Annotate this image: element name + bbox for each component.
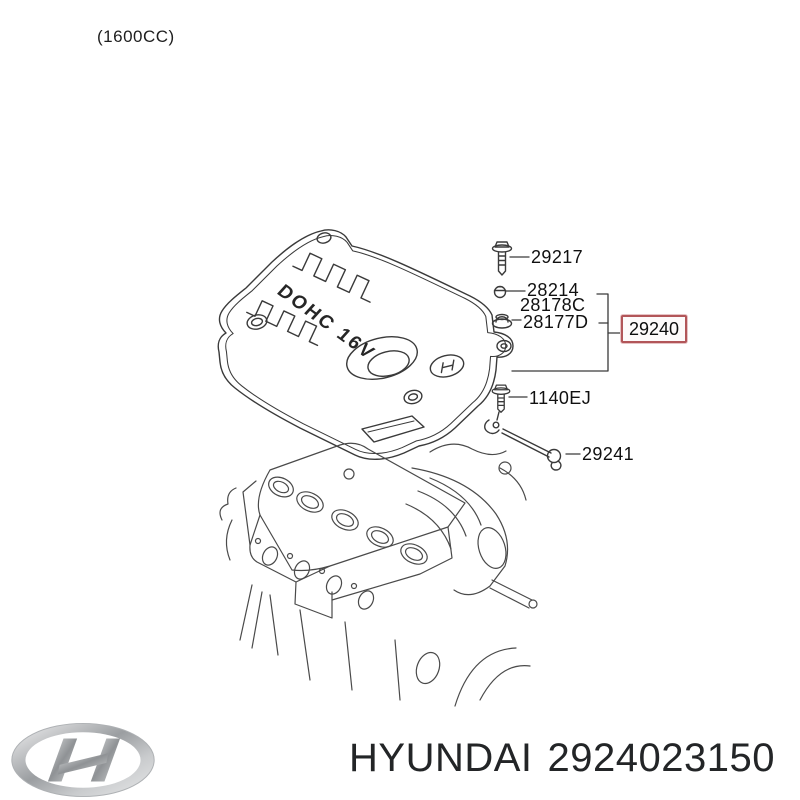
part-label-29241: 29241	[582, 444, 635, 464]
part-label-29240: 29240	[628, 318, 680, 339]
engine-cover-drawing: DOHC 16V	[217, 229, 514, 460]
bolt-icon	[491, 241, 513, 276]
cover-zigzag-top	[292, 252, 371, 303]
leader-lines	[505, 256, 621, 455]
cover-zigzag-bottom	[246, 300, 319, 347]
cover-badge-oval	[429, 354, 465, 378]
hyundai-logo	[5, 720, 161, 800]
bolt-icon	[491, 384, 511, 413]
part-label-1140EJ: 1140EJ	[529, 388, 592, 408]
part-number: 2924023150	[547, 736, 775, 780]
engine-block-drawing	[219, 442, 538, 707]
brand-name: HYUNDAI	[349, 736, 533, 780]
clip-nut-icon	[493, 285, 507, 299]
part-label-29217: 29217	[531, 247, 584, 267]
grommet-icon	[491, 313, 513, 329]
highlighted-part-box-29240: 29240	[621, 315, 687, 343]
stay-rod-drawing	[484, 411, 562, 471]
part-label-28214: 28214	[527, 280, 580, 300]
part-label-28177D: 28177D	[523, 312, 589, 332]
footer-part-title: HYUNDAI 2924023150	[349, 736, 775, 781]
engine-size-label: (1600CC)	[97, 27, 175, 46]
cover-mounting-holes	[246, 232, 512, 405]
part-label-28178C: 28178C	[520, 295, 586, 315]
cover-bottom-tab	[361, 415, 425, 443]
cover-oval-recess	[346, 336, 418, 380]
